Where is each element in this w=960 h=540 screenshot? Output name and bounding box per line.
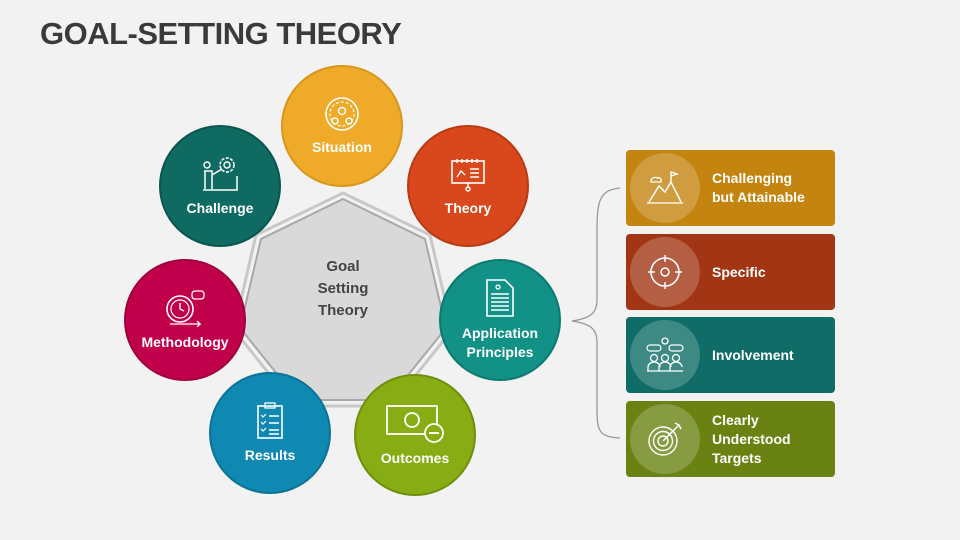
target-arrow-icon [648, 422, 682, 456]
card-label: Clearly Understood [712, 411, 791, 447]
center-line-1: Goal [326, 258, 360, 275]
card-label-2: but Attainable [712, 189, 805, 205]
center-label: Goal Setting Theory [283, 256, 403, 322]
center-line-3: Theory [317, 302, 368, 319]
node-label: Methodology [141, 333, 229, 350]
checklist-icon [257, 401, 283, 439]
node-label: Situation [312, 138, 372, 155]
principle-card-involvement: Involvement [626, 317, 835, 393]
node-challenge: Challenge [159, 125, 281, 247]
node-label: Application [461, 325, 539, 341]
page-title: GOAL-SETTING THEORY [40, 16, 402, 51]
center-line-2: Setting [317, 280, 369, 297]
heptagon-outer [232, 191, 454, 408]
node-label: Theory [444, 199, 492, 216]
node-label: Challenge [186, 199, 254, 216]
node-outcomes: Outcomes [354, 374, 476, 496]
document-icon [486, 279, 514, 317]
gears-team-icon [325, 96, 359, 131]
card-label: Challenging [712, 170, 793, 186]
stopwatch-icon [166, 289, 205, 327]
node-situation: Situation [281, 65, 403, 187]
heptagon-inner [238, 197, 448, 401]
node-results: Results [209, 372, 331, 494]
principle-card-specific: Specific [626, 234, 835, 310]
node-label: Outcomes [380, 449, 450, 466]
node-label-2: Principles [466, 344, 534, 360]
money-minus-icon [386, 404, 444, 443]
crosshair-icon [648, 255, 682, 289]
team-icon [646, 337, 684, 372]
card-label: Specific [712, 263, 766, 280]
card-label-2: Targets [712, 449, 762, 466]
node-label: Results [244, 446, 296, 463]
principle-card-challenging: Challenging but Attainable [626, 150, 835, 226]
node-theory: Theory [407, 125, 529, 247]
mountain-flag-icon [647, 171, 683, 204]
card-label: Involvement [712, 346, 794, 363]
node-application-principles: Application Principles [439, 259, 561, 381]
node-methodology: Methodology [124, 259, 246, 381]
bracket [571, 187, 621, 439]
presentation-board-icon [451, 158, 485, 192]
climber-gear-icon [203, 156, 238, 191]
